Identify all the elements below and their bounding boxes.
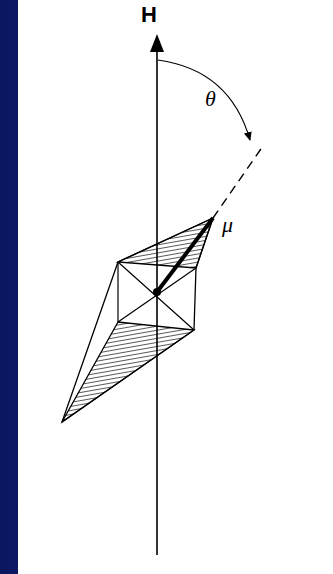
molecule-edge — [118, 268, 196, 322]
angle-label: θ — [205, 88, 216, 110]
molecule-outline — [62, 218, 213, 422]
molecule-edge — [117, 262, 118, 322]
dipole-vector — [157, 218, 213, 292]
white-panel — [18, 0, 333, 574]
angle-arc — [158, 60, 250, 140]
molecule-center — [153, 288, 161, 296]
dipole-label: μ — [222, 214, 233, 236]
dipole-direction — [213, 146, 263, 218]
field-axis — [156, 46, 158, 555]
field-label: H — [141, 4, 157, 26]
lower-face — [62, 322, 194, 422]
field-arrowhead — [150, 34, 164, 52]
